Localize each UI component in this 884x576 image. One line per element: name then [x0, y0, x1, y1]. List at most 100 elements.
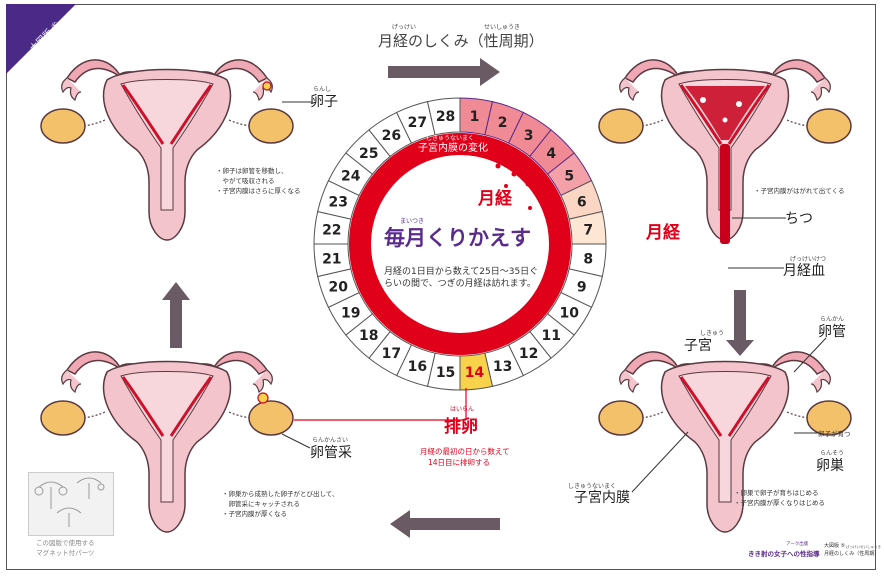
center-line-1: 月経の1日目から数えて25日〜35日ぐ — [384, 267, 539, 277]
note: ・卵巣から成熟した卵子がとび出して、 — [222, 490, 339, 498]
arrow-top — [388, 58, 500, 86]
ovulation-title: 排卵 — [444, 417, 478, 437]
day-label-9: 9 — [577, 280, 587, 296]
parts-caption: この図版で使用する マグネット付パーツ — [36, 538, 95, 558]
ovary-ruby: らんそう — [820, 450, 845, 457]
note: ・子宮内膜がはがれて出てくる — [754, 187, 845, 195]
day-label-26: 26 — [382, 128, 401, 144]
day-label-6: 6 — [577, 194, 587, 210]
center-line-2: らいの間で、つぎの月経は訪れます。 — [384, 279, 536, 289]
footer-series-small: アーク出版 — [786, 542, 809, 547]
uterus-diagram-bottom-left — [39, 350, 295, 534]
day-label-18: 18 — [359, 328, 378, 344]
note: ・卵巣で卵子が育ちはじめる — [734, 489, 819, 497]
day-label-5: 5 — [564, 168, 574, 184]
day-label-16: 16 — [408, 359, 427, 375]
note: ・子宮内膜はさらに厚くなる — [216, 187, 301, 195]
fimbria-label: 卵管采 — [310, 445, 352, 461]
top-left-notes: ・卵子は卵管を移動し、 やがて吸収される ・子宮内膜はさらに厚くなる — [216, 166, 301, 196]
blood-leader — [728, 267, 784, 269]
frame — [6, 4, 876, 570]
egg-label: 卵子 — [310, 94, 338, 110]
wheel-period-label: 月経 — [478, 189, 512, 209]
egg-leader — [282, 101, 312, 103]
corner-banner — [6, 4, 76, 74]
day-label-8: 8 — [583, 251, 593, 267]
day-label-15: 15 — [436, 365, 455, 381]
uterus-diagram-top-right — [597, 58, 853, 244]
egg-marker-ovulation — [257, 392, 269, 404]
day-label-10: 10 — [559, 306, 579, 322]
parts-caption-line: マグネット付パーツ — [36, 549, 95, 557]
parts-thumbnail-image — [34, 477, 105, 527]
page-title: 月経のしくみ（性周期） — [378, 32, 544, 50]
endometrium-ring — [349, 133, 571, 355]
note: ・子宮内膜が厚くなる — [222, 510, 287, 518]
day-label-17: 17 — [382, 346, 401, 362]
fimbria-leader — [281, 433, 311, 449]
note: 卵管采にキャッチされる — [222, 500, 301, 508]
ovulation-desc-1: 月経の最初の日から数えて — [420, 447, 510, 456]
day-label-20: 20 — [328, 280, 348, 296]
arrow-left — [162, 282, 190, 348]
day-label-24: 24 — [341, 168, 361, 184]
day-label-21: 21 — [322, 251, 341, 267]
ovulation-desc-2: 14日目に排卵する — [428, 458, 491, 467]
arrow-right — [726, 290, 754, 356]
lining-ruby: しきゅうないまく — [568, 483, 617, 490]
day-label-14: 14 — [465, 365, 485, 381]
note: ・子宮内膜が厚くなりはじめる — [734, 499, 825, 507]
day-label-28: 28 — [436, 109, 455, 125]
blood-ruby: げっけいけつ — [790, 256, 827, 263]
ovulation-connector — [294, 388, 467, 421]
day-cell-28 — [426, 97, 461, 136]
day-label-7: 7 — [583, 223, 593, 239]
egg-marker — [262, 81, 272, 91]
top-right-notes: ・子宮内膜がはがれて出てくる — [754, 186, 844, 196]
day-label-13: 13 — [493, 359, 512, 375]
vagina-label: ちつ — [785, 211, 813, 227]
ovulation-ruby: はいらん — [450, 406, 475, 413]
note: ・卵子は卵管を移動し、 — [216, 167, 288, 175]
tube-leader — [793, 337, 827, 373]
blood-label: 月経血 — [783, 263, 825, 279]
egg-ruby: らんし — [313, 86, 332, 93]
ovary-label: 卵巣 — [816, 458, 844, 474]
arrow-bottom — [390, 510, 500, 538]
day-label-2: 2 — [498, 115, 508, 131]
ring-label: 子宮内膜の変化 — [418, 143, 488, 154]
bottom-left-notes: ・卵巣から成熟した卵子がとび出して、 卵管采にキャッチされる ・子宮内膜が厚くな… — [222, 489, 338, 519]
menses-label: 月経 — [646, 223, 680, 243]
day-label-4: 4 — [546, 146, 556, 162]
lining-label: 子宮内膜 — [574, 490, 630, 506]
day-label-27: 27 — [408, 115, 427, 131]
note: やがて吸収される — [216, 177, 275, 185]
uterus-ruby: しきゅう — [700, 330, 725, 337]
tube-label: 卵管 — [818, 324, 846, 340]
day-label-3: 3 — [524, 128, 534, 144]
day-label-11: 11 — [541, 328, 560, 344]
heading-ruby-left: げっけい — [392, 24, 417, 31]
vagina-leader — [732, 217, 786, 219]
day-label-19: 19 — [341, 306, 360, 322]
uterus-diagram-top-left — [39, 58, 295, 242]
footer-name: 月経のしくみ（性周期） — [824, 551, 880, 557]
center-title: 毎月くりかえす — [384, 226, 531, 250]
bottom-right-notes: ・卵巣で卵子が育ちはじめる ・子宮内膜が厚くなりはじめる — [734, 488, 825, 508]
parts-thumbnail — [28, 472, 114, 536]
uterus-label: 子宮 — [684, 338, 712, 354]
day-label-25: 25 — [359, 146, 378, 162]
day-label-22: 22 — [322, 223, 341, 239]
footer-series: きき射の女子への性指導 — [748, 550, 820, 558]
footer-code: 大図版 ⑤ — [824, 543, 846, 549]
day-label-23: 23 — [328, 194, 347, 210]
parts-caption-line: この図版で使用する — [36, 539, 95, 547]
tube-ruby: らんかん — [820, 316, 845, 323]
day-label-12: 12 — [519, 346, 538, 362]
egg-grows-label: 卵子が育つ — [818, 430, 851, 438]
lining-leader — [631, 431, 689, 493]
footer-name-ruby: げっけいせいしゅうき — [846, 545, 881, 549]
